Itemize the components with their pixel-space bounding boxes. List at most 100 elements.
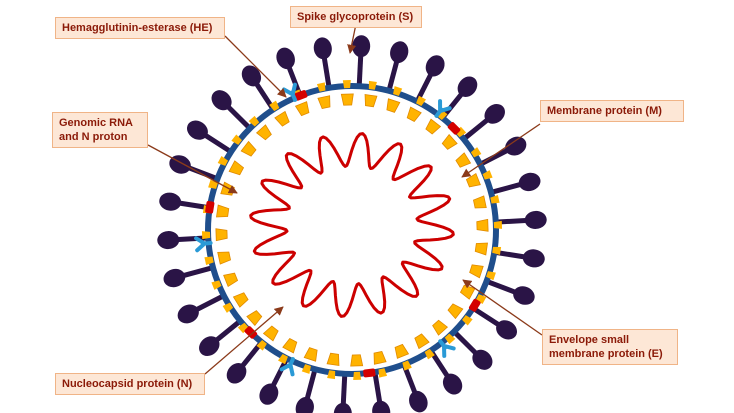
spike-head [390,41,409,64]
spike-stalk [321,55,332,91]
spike-head [276,47,295,70]
membrane-protein [476,218,489,232]
spike-stalk [460,116,491,143]
membrane-protein [465,172,481,188]
callout-arrows [147,23,543,375]
membrane-protein-outer [231,134,242,145]
membrane-protein [469,264,484,279]
membrane-protein [240,140,257,157]
membrane-protein [216,204,230,218]
membrane-protein-arrow [461,123,541,178]
spike-head [484,104,505,124]
envelope-protein-arrow [462,279,543,336]
spike-stalk [450,328,479,356]
membrane-protein [223,272,239,288]
membrane-protein [474,242,488,256]
spike-head [163,268,186,288]
membrane-protein-outer [237,322,249,334]
spike-head [457,76,478,97]
membrane-protein-outer [482,170,493,180]
membrane-protein-outer [424,348,435,360]
membrane-protein [406,106,422,123]
membrane-protein-outer [486,271,496,281]
spike-head [513,286,535,305]
envelope-protein [363,368,376,378]
membrane-protein-outer [402,360,412,371]
envelope-protein-label: Envelope small membrane protein (E) [542,329,678,365]
spike-head [199,336,220,356]
nucleocapsid-protein-label: Nucleocapsid protein (N) [55,373,205,395]
genomic-rna-label-line2: and N proton [59,131,128,143]
spike-head [333,402,352,413]
spike-head [472,349,493,370]
membrane-protein [217,251,232,265]
envelope-protein [205,201,215,214]
spike-head [372,400,391,413]
spike-stalk [386,59,400,94]
membrane-protein-outer [201,231,211,240]
spike-head [169,155,191,174]
membrane-protein [472,195,487,209]
hemagglutinin-esterase [194,236,213,253]
spike-head [313,37,332,60]
hemagglutinin-esterase [279,357,295,377]
membrane-protein [373,350,387,365]
membrane-protein [425,118,442,135]
membrane-protein [274,110,290,127]
spike-head [177,304,199,324]
membrane-protein [394,343,410,359]
membrane-protein-outer [248,115,260,127]
membrane-protein [215,228,228,242]
spike-head [522,249,545,268]
envelope-protein [447,122,461,135]
membrane-protein [232,292,249,308]
spike-head [226,363,247,384]
spike-head [295,396,314,413]
spike-head [241,65,262,87]
membrane-protein-outer [211,280,222,290]
membrane-protein-outer [393,86,403,96]
spike-head [352,35,371,58]
membrane-protein [432,319,449,336]
membrane-protein [459,284,476,300]
envelope-protein [294,90,308,101]
membrane-protein [255,124,272,141]
membrane-protein-outer [378,368,388,378]
membrane-protein-outer [256,340,267,351]
membrane-protein [447,303,464,320]
membrane-protein [282,337,298,354]
spike-head [409,390,428,413]
spike-stalk [304,366,318,401]
membrane-protein-outer [327,370,336,380]
membrane-protein [220,181,235,196]
membrane-protein-label: Membrane protein (M) [540,100,684,122]
spike-glycoprotein-label: Spike glycoprotein (S) [290,6,422,28]
membrane-protein [340,93,354,106]
envelope-protein [244,326,258,339]
spike-arrow [347,23,357,54]
membrane-protein-outer [222,302,234,313]
spike-head [442,373,463,395]
membrane-protein [441,133,458,150]
spike-stalk [213,317,244,344]
genomic-rna-strand [249,132,455,318]
genomic-rna-arrow [147,144,238,194]
spike-head [518,172,541,192]
membrane-protein [303,347,318,362]
membrane-protein [262,325,279,342]
spike-stalk [194,292,227,313]
spike-head [425,55,445,77]
envelope-protein [468,298,481,312]
membrane-protein-outer [490,194,500,204]
envelope-protein-label-line2: membrane protein (E) [549,348,663,360]
membrane-protein [294,101,310,117]
viral-envelope-ring [205,83,499,377]
genomic-rna-label-line1: Genomic RNA [59,117,133,129]
membrane-protein-outer [217,155,229,166]
spike-stalk [225,104,254,132]
membrane-protein [246,310,263,327]
spike-stalk [372,369,383,405]
membrane-protein-outer [475,294,487,305]
spike-head [259,383,279,405]
spike-head [505,136,527,156]
